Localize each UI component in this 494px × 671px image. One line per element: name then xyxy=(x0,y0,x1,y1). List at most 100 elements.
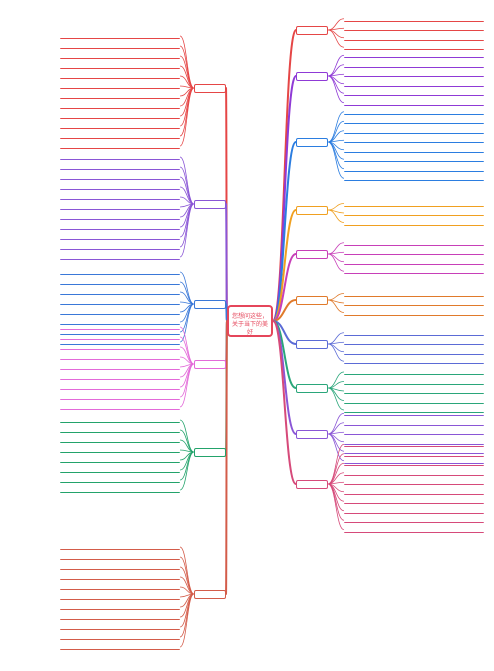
right-branch-1[interactable] xyxy=(296,72,328,81)
right-leaf-4-1[interactable] xyxy=(344,249,484,256)
left-leaf-3-6[interactable] xyxy=(60,384,180,390)
right-leaf-1-5[interactable] xyxy=(344,100,484,106)
left-leaf-3-4[interactable] xyxy=(60,364,180,370)
right-leaf-1-2[interactable] xyxy=(344,71,484,78)
left-leaf-5-8[interactable] xyxy=(60,624,180,630)
right-leaf-9-9[interactable] xyxy=(344,527,484,533)
left-leaf-5-3[interactable] xyxy=(60,574,180,580)
right-branch-9[interactable] xyxy=(296,480,328,489)
right-leaf-6-0[interactable] xyxy=(344,330,484,336)
left-leaf-5-4[interactable] xyxy=(60,584,180,590)
right-leaf-2-7[interactable] xyxy=(344,175,484,182)
right-leaf-1-4[interactable] xyxy=(344,90,484,97)
left-branch-3[interactable] xyxy=(194,360,226,369)
right-leaf-2-0[interactable] xyxy=(344,109,484,115)
left-leaf-0-3[interactable] xyxy=(60,63,180,69)
left-leaf-4-7[interactable] xyxy=(60,487,180,493)
left-leaf-3-0[interactable] xyxy=(60,324,180,330)
right-branch-3[interactable] xyxy=(296,206,328,215)
left-leaf-1-10[interactable] xyxy=(60,254,180,260)
right-leaf-1-3[interactable] xyxy=(344,81,484,87)
right-leaf-3-1[interactable] xyxy=(344,210,484,216)
right-leaf-5-1[interactable] xyxy=(344,300,484,306)
left-leaf-0-1[interactable] xyxy=(60,43,180,49)
right-leaf-8-5[interactable] xyxy=(344,458,484,464)
left-leaf-0-6[interactable] xyxy=(60,93,180,99)
right-leaf-2-3[interactable] xyxy=(344,137,484,144)
right-leaf-9-5[interactable] xyxy=(344,489,484,495)
left-leaf-1-4[interactable] xyxy=(60,194,180,200)
right-leaf-4-0[interactable] xyxy=(344,240,484,246)
right-leaf-7-0[interactable] xyxy=(344,369,484,375)
left-leaf-2-0[interactable] xyxy=(60,269,180,275)
left-leaf-2-6[interactable] xyxy=(60,329,180,335)
central-topic[interactable]: 您想问这些，关于当下的美好 xyxy=(227,305,273,337)
right-leaf-0-1[interactable] xyxy=(344,25,484,32)
right-branch-4[interactable] xyxy=(296,250,328,259)
left-leaf-4-1[interactable] xyxy=(60,427,180,433)
right-leaf-9-2[interactable] xyxy=(344,460,484,467)
right-leaf-5-0[interactable] xyxy=(344,291,484,297)
left-leaf-4-6[interactable] xyxy=(60,477,180,483)
right-leaf-9-1[interactable] xyxy=(344,451,484,457)
right-leaf-7-4[interactable] xyxy=(344,407,484,413)
right-leaf-0-2[interactable] xyxy=(344,35,484,41)
left-branch-1[interactable] xyxy=(194,200,226,209)
right-branch-7[interactable] xyxy=(296,384,328,393)
right-leaf-2-4[interactable] xyxy=(344,147,484,153)
left-leaf-3-3[interactable] xyxy=(60,354,180,360)
left-leaf-1-8[interactable] xyxy=(60,234,180,240)
left-branch-0[interactable] xyxy=(194,84,226,93)
right-leaf-9-6[interactable] xyxy=(344,498,484,505)
left-leaf-1-3[interactable] xyxy=(60,184,180,190)
left-leaf-0-2[interactable] xyxy=(60,53,180,59)
right-leaf-1-1[interactable] xyxy=(344,62,484,68)
right-leaf-9-8[interactable] xyxy=(344,517,484,524)
right-leaf-3-2[interactable] xyxy=(344,220,484,226)
left-leaf-1-5[interactable] xyxy=(60,204,180,210)
right-branch-5[interactable] xyxy=(296,296,328,305)
left-branch-4[interactable] xyxy=(194,448,226,457)
left-branch-5[interactable] xyxy=(194,590,226,599)
right-leaf-0-3[interactable] xyxy=(344,44,484,51)
left-leaf-0-8[interactable] xyxy=(60,113,180,119)
left-leaf-5-0[interactable] xyxy=(60,544,180,550)
right-leaf-3-0[interactable] xyxy=(344,201,484,207)
left-leaf-0-11[interactable] xyxy=(60,143,180,149)
right-branch-8[interactable] xyxy=(296,430,328,439)
right-leaf-8-3[interactable] xyxy=(344,439,484,445)
right-leaf-8-2[interactable] xyxy=(344,429,484,436)
left-leaf-5-6[interactable] xyxy=(60,604,180,610)
right-leaf-0-0[interactable] xyxy=(344,16,484,22)
right-leaf-5-2[interactable] xyxy=(344,310,484,316)
left-leaf-5-5[interactable] xyxy=(60,594,180,600)
right-leaf-4-2[interactable] xyxy=(344,259,484,265)
right-leaf-6-2[interactable] xyxy=(344,349,484,355)
right-leaf-2-1[interactable] xyxy=(344,118,484,125)
right-leaf-7-2[interactable] xyxy=(344,388,484,394)
left-leaf-0-0[interactable] xyxy=(60,33,180,39)
left-leaf-2-4[interactable] xyxy=(60,309,180,315)
right-leaf-9-3[interactable] xyxy=(344,470,484,476)
left-leaf-0-9[interactable] xyxy=(60,123,180,129)
left-leaf-4-5[interactable] xyxy=(60,467,180,473)
right-leaf-8-1[interactable] xyxy=(344,420,484,426)
left-leaf-0-4[interactable] xyxy=(60,73,180,79)
left-leaf-1-2[interactable] xyxy=(60,174,180,180)
right-leaf-8-4[interactable] xyxy=(344,448,484,455)
right-leaf-9-0[interactable] xyxy=(344,441,484,448)
left-leaf-0-10[interactable] xyxy=(60,133,180,139)
left-leaf-1-7[interactable] xyxy=(60,224,180,230)
left-leaf-0-7[interactable] xyxy=(60,103,180,109)
right-branch-2[interactable] xyxy=(296,138,328,147)
left-leaf-2-2[interactable] xyxy=(60,289,180,295)
right-leaf-7-3[interactable] xyxy=(344,398,484,404)
right-leaf-1-0[interactable] xyxy=(344,52,484,59)
left-branch-2[interactable] xyxy=(194,300,226,309)
right-leaf-2-5[interactable] xyxy=(344,156,484,163)
left-leaf-1-0[interactable] xyxy=(60,154,180,160)
left-leaf-5-9[interactable] xyxy=(60,634,180,640)
left-leaf-4-4[interactable] xyxy=(60,457,180,463)
left-leaf-4-3[interactable] xyxy=(60,447,180,453)
right-leaf-7-1[interactable] xyxy=(344,379,484,385)
